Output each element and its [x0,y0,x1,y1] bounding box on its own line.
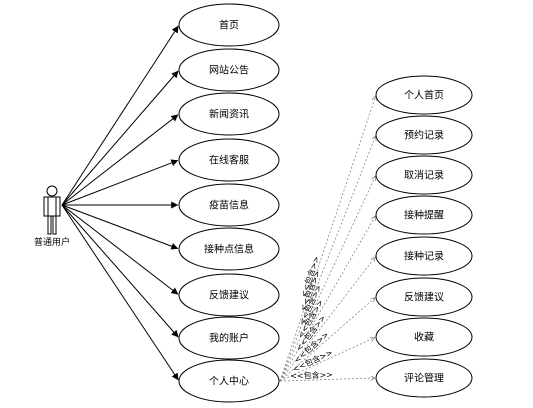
sub-use-case: 接种提醒 [375,195,473,235]
sub-use-case: 个人首页 [375,75,473,115]
association-line [61,159,179,206]
use-case-ellipse [178,316,280,360]
include-line [279,338,375,382]
sub-use-case-label: 接种提醒 [404,209,444,222]
use-case-label: 个人中心 [209,375,249,388]
association-line [61,70,179,206]
use-case: 新闻资讯 [178,92,280,136]
association-line [61,204,179,295]
use-case-label: 网站公告 [209,64,249,77]
include-relations: <<包含>><<包含>><<包含>><<包含>><<包含>><<包含>><<包含… [279,96,376,382]
association-line [61,204,179,338]
sub-use-case: 取消记录 [375,155,473,195]
use-case-label: 反馈建议 [209,289,249,302]
use-case-label: 疫苗信息 [209,199,249,212]
sub-use-case-label: 预约记录 [404,129,444,142]
association-line [61,204,179,250]
use-case-label: 首页 [219,19,239,32]
sub-use-case-ellipse [375,155,473,195]
sub-use-case-ellipse [375,236,473,276]
sub-use-case-ellipse [375,115,473,155]
use-case-label: 在线客服 [209,154,249,167]
sub-use-case-label: 取消记录 [404,169,444,182]
use-case-ellipse [178,48,280,92]
sub-use-case: 预约记录 [375,115,473,155]
use-case: 个人中心 [178,359,280,403]
use-case: 疫苗信息 [178,183,280,227]
use-case-ellipse [178,227,280,271]
sub-use-case-ellipse [375,317,473,357]
include-line [279,298,375,382]
use-case-label: 新闻资讯 [209,108,249,121]
association-lines [61,25,179,381]
sub-use-case-label: 个人首页 [404,89,444,102]
use-case-ellipse [178,273,280,317]
use-case: 我的账户 [178,316,280,360]
sub-use-case-ellipse [375,358,473,398]
use-case-ellipse [178,138,280,182]
include-line [279,176,375,382]
sub-use-case-label: 反馈建议 [404,291,444,304]
sub-use-case-label: 接种记录 [404,250,444,263]
actor-label: 普通用户 [34,236,70,248]
include-line [279,136,375,382]
association-line [61,25,179,206]
use-case: 接种点信息 [178,227,280,271]
use-case: 反馈建议 [178,273,280,317]
sub-use-case: 接种记录 [375,236,473,276]
use-case-label: 我的账户 [209,332,249,345]
sub-use-case: 评论管理 [375,358,473,398]
sub-use-case-ellipse [375,75,473,115]
use-case-ellipse [178,183,280,227]
include-line [279,257,375,382]
use-case: 首页 [178,3,280,47]
include-label: <<包含>> [290,369,333,380]
use-case-label: 接种点信息 [204,243,254,256]
use-case: 在线客服 [178,138,280,182]
actor: 普通用户 [34,185,70,248]
actor-figure-icon [43,185,61,235]
sub-use-case-label: 评论管理 [404,372,444,385]
use-case-ellipse [178,359,280,403]
use-case-ellipse [178,3,280,47]
sub-use-case: 收藏 [375,317,473,357]
association-line [61,204,179,381]
sub-use-case-label: 收藏 [414,331,434,344]
association-line [61,114,179,206]
sub-use-case: 反馈建议 [375,277,473,317]
use-case-ellipse [178,92,280,136]
sub-use-case-ellipse [375,277,473,317]
use-case: 网站公告 [178,48,280,92]
sub-use-case-ellipse [375,195,473,235]
